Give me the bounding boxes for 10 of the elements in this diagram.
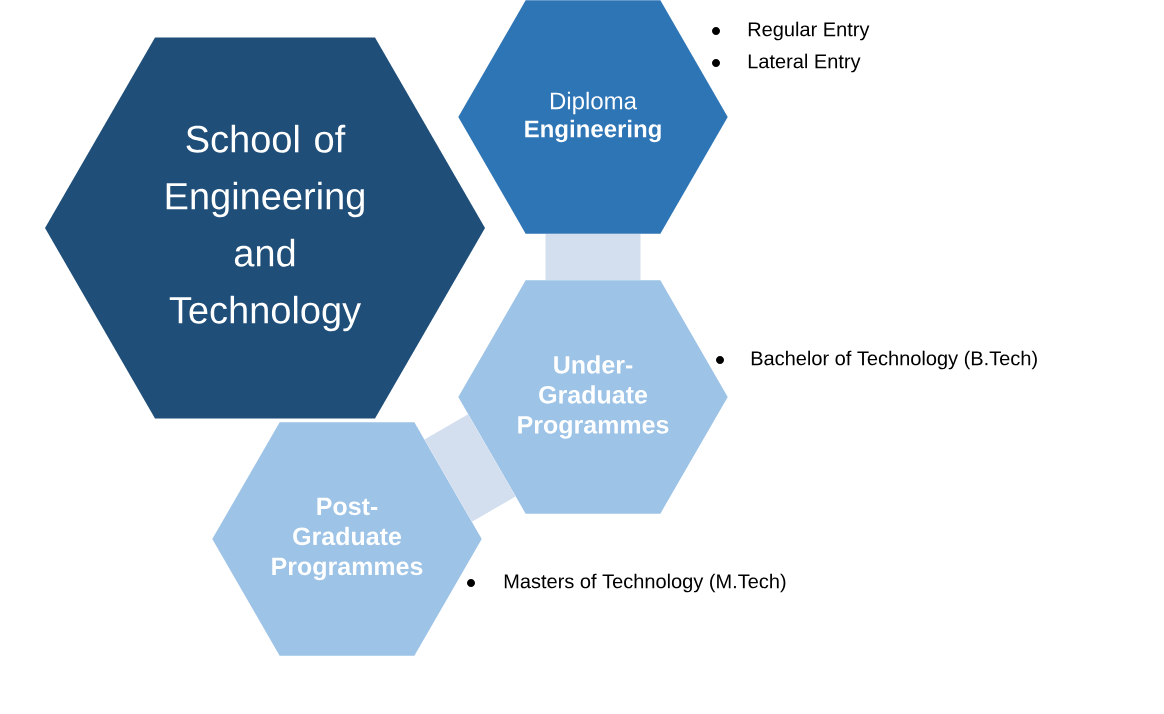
- connector-band: [545, 233, 641, 281]
- hexagon: Diploma Engineering: [458, 0, 728, 234]
- connector-band: [424, 414, 516, 522]
- hexagon: Under-Graduate Programmes: [458, 280, 728, 514]
- bullet-text: Bachelor of Technology (B.Tech): [751, 350, 1037, 370]
- bullet-text: Lateral Entry: [748, 53, 861, 73]
- hexagon: School of Engineering and Technology: [45, 37, 485, 419]
- bullet-text: Regular Entry: [748, 21, 870, 41]
- bullet-text: Masters of Technology (M.Tech): [504, 573, 786, 593]
- hexagon: Post-Graduate Programmes: [212, 422, 482, 656]
